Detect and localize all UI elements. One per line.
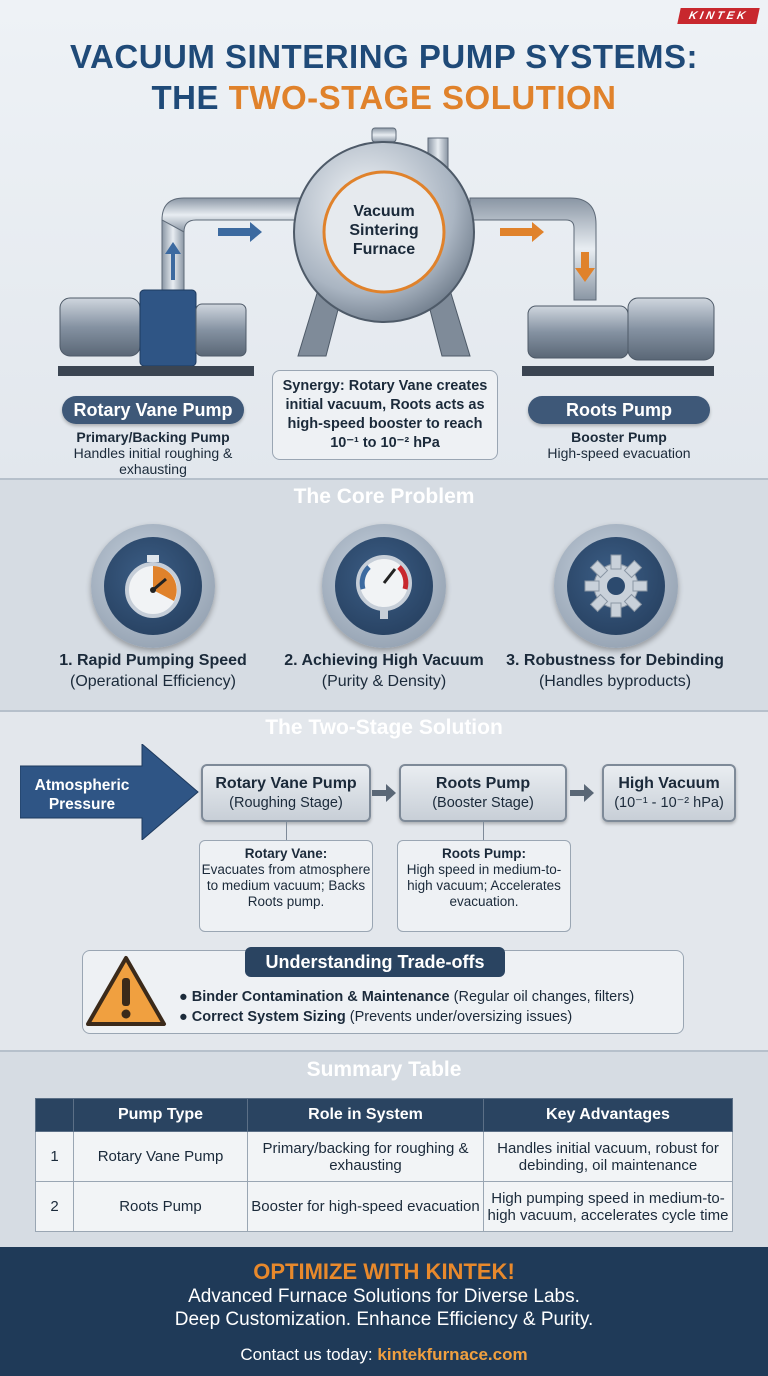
cell-advantages: Handles initial vacuum, robust for debin… <box>483 1131 733 1182</box>
problem-title-1: 1. Rapid Pumping Speed <box>59 652 247 669</box>
col-role: Role in System <box>247 1098 484 1132</box>
rotary-vane-pump-label: Rotary Vane Pump <box>62 396 244 424</box>
tradeoff-item-2: ● Correct System Sizing (Prevents under/… <box>179 1009 573 1025</box>
brand-logo[interactable]: KINTEK <box>677 8 760 24</box>
problem-item-1 <box>91 524 215 648</box>
footer-headline: OPTIMIZE WITH KINTEK! <box>253 1259 515 1284</box>
rotary-vane-subtitle: Primary/Backing Pump <box>76 429 230 445</box>
cell-index: 2 <box>35 1181 74 1232</box>
connector-1 <box>286 822 287 840</box>
stage-roots: Roots Pump(Booster Stage) <box>399 764 567 822</box>
core-problem-heading: The Core Problem <box>234 478 534 516</box>
col-pump-type: Pump Type <box>73 1098 248 1132</box>
tradeoffs-box: Understanding Trade-offs ● Binder Contam… <box>82 947 684 1034</box>
roots-subtitle: Booster Pump <box>571 429 667 445</box>
gear-icon <box>584 554 648 618</box>
problem-item-3 <box>554 524 678 648</box>
pressure-gauge-icon <box>356 555 412 619</box>
connector-2 <box>483 822 484 840</box>
roots-pump-label: Roots Pump <box>528 396 710 424</box>
col-index <box>35 1098 74 1132</box>
problem-sub-3: (Handles byproducts) <box>538 673 692 690</box>
problem-title-3: 3. Robustness for Debinding <box>506 652 724 669</box>
stage-rotary-vane: Rotary Vane Pump(Roughing Stage) <box>201 764 371 822</box>
contact-link[interactable]: kintekfurnace.com <box>377 1345 528 1364</box>
footer-contact: Contact us today: kintekfurnace.com <box>240 1345 528 1364</box>
cell-pump-type: Rotary Vane Pump <box>73 1131 248 1182</box>
detail-rotary-vane: Rotary Vane:Evacuates from atmosphere to… <box>199 840 373 932</box>
title-line-1: VACUUM SINTERING PUMP SYSTEMS: <box>70 38 698 75</box>
cell-advantages: High pumping speed in medium-to-high vac… <box>483 1181 733 1232</box>
tradeoff-item-1: ● Binder Contamination & Maintenance (Re… <box>179 989 635 1005</box>
cell-role: Primary/backing for roughing & exhaustin… <box>247 1131 484 1182</box>
table-row: 1 Rotary Vane Pump Primary/backing for r… <box>35 1131 733 1182</box>
tradeoffs-heading: Understanding Trade-offs <box>245 947 505 977</box>
col-advantages: Key Advantages <box>483 1098 733 1132</box>
stage-arrow-2 <box>570 784 594 802</box>
detail-roots: Roots Pump:High speed in medium-to-high … <box>397 840 571 932</box>
warning-icon <box>86 956 166 1026</box>
flow-down-arrow <box>575 252 595 282</box>
flow-right-arrow-right <box>500 222 544 242</box>
cell-index: 1 <box>35 1131 74 1182</box>
flow-right-arrow-left <box>218 222 262 242</box>
page-title: VACUUM SINTERING PUMP SYSTEMS: THE TWO-S… <box>0 36 768 118</box>
stage-high-vacuum: High Vacuum(10⁻¹ - 10⁻² hPa) <box>602 764 736 822</box>
title-accent: TWO-STAGE SOLUTION <box>228 79 617 116</box>
summary-table: Pump Type Role in System Key Advantages … <box>35 1098 733 1232</box>
table-row: 2 Roots Pump Booster for high-speed evac… <box>35 1181 733 1232</box>
footer-line-2: Deep Customization. Enhance Efficiency &… <box>174 1309 594 1330</box>
problem-sub-1: (Operational Efficiency) <box>70 673 236 690</box>
cell-role: Booster for high-speed evacuation <box>247 1181 484 1232</box>
summary-heading: Summary Table <box>234 1051 534 1089</box>
problem-sub-2: (Purity & Density) <box>321 673 447 690</box>
footer-line-1: Advanced Furnace Solutions for Diverse L… <box>188 1286 580 1307</box>
footer-cta: OPTIMIZE WITH KINTEK! Advanced Furnace S… <box>0 1247 768 1376</box>
solution-heading: The Two-Stage Solution <box>234 709 534 747</box>
flow-up-arrow <box>165 242 181 280</box>
roots-desc: High-speed evacuation <box>547 445 691 461</box>
atmospheric-pressure-label: Atmospheric Pressure <box>34 777 130 813</box>
cell-pump-type: Roots Pump <box>73 1181 248 1232</box>
start-arrow <box>20 744 199 840</box>
problem-item-2 <box>322 524 446 648</box>
title-line-2: THE TWO-STAGE SOLUTION <box>151 79 617 116</box>
stage-arrow-1 <box>372 784 396 802</box>
synergy-callout: Synergy: Rotary Vane creates initial vac… <box>272 370 498 460</box>
furnace-label: Vacuum Sintering Furnace <box>349 203 419 258</box>
stopwatch-icon <box>125 555 181 618</box>
pump-system-illustration <box>58 127 715 376</box>
rotary-vane-desc: Handles initial roughing & exhausting <box>73 445 233 477</box>
problem-title-2: 2. Achieving High Vacuum <box>284 652 484 669</box>
